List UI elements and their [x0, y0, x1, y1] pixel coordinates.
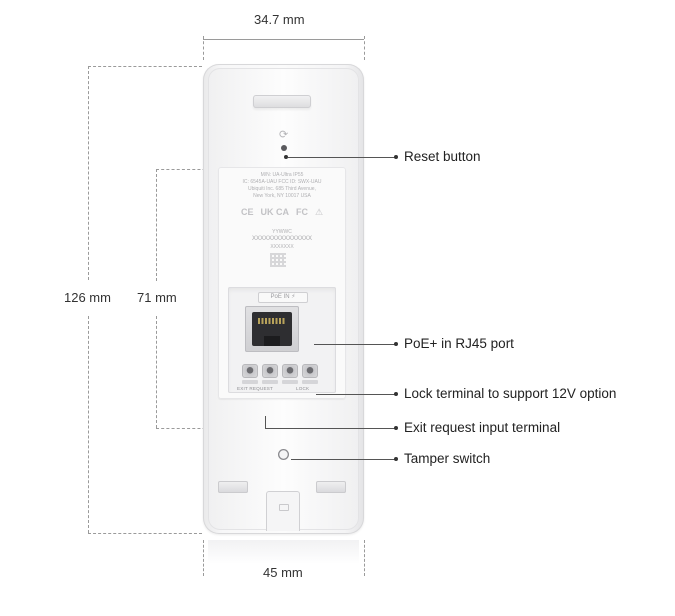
callout-line-reset	[288, 157, 396, 158]
callout-dot-poe-end	[394, 342, 398, 346]
callout-line-lock	[316, 394, 396, 395]
rj45-pins	[258, 318, 286, 324]
device-reflection	[208, 540, 359, 564]
dim-width-bottom-tick-left	[203, 540, 204, 576]
callout-label-poe: PoE+ in RJ45 port	[404, 336, 514, 351]
qr-code-icon	[270, 253, 286, 267]
callout-line-poe	[314, 344, 396, 345]
callout-label-exit: Exit request input terminal	[404, 420, 561, 435]
dim-height-total-line-upper	[88, 66, 89, 280]
callout-label-tamper: Tamper switch	[404, 451, 491, 466]
reset-icon: ⟳	[279, 129, 289, 141]
callout-line-exit-drop	[265, 416, 266, 428]
terminal-slots	[242, 380, 320, 385]
callout-line-tamper	[291, 459, 396, 460]
bottom-release-tab	[266, 491, 300, 531]
callout-line-exit	[265, 428, 396, 429]
terminal-slot	[282, 380, 298, 384]
callout-dot-exit-end	[394, 426, 398, 430]
mounting-foot-right	[316, 481, 346, 493]
reg-line-1: M/N: UA-Ultra IP55	[260, 172, 304, 178]
dim-height-panel-label: 71 mm	[137, 290, 177, 305]
terminal-screw-3[interactable]	[282, 364, 298, 378]
serial-number: XXXXXXXXXXXXXXX	[251, 236, 313, 242]
yyww-code: YYWWC	[272, 229, 292, 235]
mounting-foot-left	[218, 481, 248, 493]
dim-height-panel-line-upper	[156, 169, 157, 281]
ukca-mark-icon: UK CA	[260, 207, 289, 217]
dim-height-total-top	[88, 66, 202, 67]
certification-marks: CE UK CA FC ⚠	[226, 207, 338, 218]
access-reader-device: ⟳ M/N: UA-Ultra IP55 IC: 6545A-UAU FCC I…	[203, 64, 364, 534]
dim-height-total-line-lower	[88, 316, 89, 533]
terminal-slot	[302, 380, 318, 384]
exit-request-label: EXIT REQUEST	[237, 386, 274, 391]
regulatory-label-panel: M/N: UA-Ultra IP55 IC: 6545A-UAU FCC ID:…	[218, 167, 346, 399]
warning-mark-icon: ⚠	[314, 207, 324, 217]
ce-mark-icon: CE	[240, 207, 254, 217]
reg-line-3: Ubiquiti Inc. 685 Third Avenue,	[248, 186, 316, 192]
fc-mark-icon: FC	[295, 207, 308, 217]
terminal-screw-2[interactable]	[262, 364, 278, 378]
dim-height-total-bottom	[88, 533, 202, 534]
dim-width-bottom-label: 45 mm	[263, 565, 303, 580]
bottom-tab-notch	[279, 504, 289, 511]
rj45-port[interactable]	[245, 306, 299, 352]
dim-width-top-label: 34.7 mm	[254, 12, 305, 27]
dim-height-panel-line-lower	[156, 316, 157, 428]
callout-label-reset: Reset button	[404, 149, 481, 164]
dim-height-panel-bottom	[156, 428, 216, 429]
dim-width-top-tick-right	[364, 36, 365, 60]
terminal-screw-1[interactable]	[242, 364, 258, 378]
terminal-slot	[242, 380, 258, 384]
dim-width-top-line	[203, 39, 364, 40]
dim-width-top-tick-left	[203, 36, 204, 60]
terminal-block	[242, 364, 320, 378]
reg-line-2: IC: 6545A-UAU FCC ID: SWX-UAU	[242, 179, 322, 185]
callout-dot-reset-end	[394, 155, 398, 159]
reg-line-4: New York, NY 10017 USA	[253, 193, 311, 199]
poe-in-tag: PoE IN ⚡	[258, 292, 308, 303]
terminal-slot	[262, 380, 278, 384]
rj45-latch	[264, 336, 280, 346]
port-recess: PoE IN ⚡	[228, 287, 336, 393]
mounting-slot-top	[253, 95, 311, 108]
callout-dot-lock-end	[394, 392, 398, 396]
rj45-opening	[252, 312, 292, 346]
tamper-switch[interactable]	[278, 449, 289, 460]
serial-short: XXXXXXX	[270, 244, 294, 250]
reset-button[interactable]	[281, 145, 287, 151]
dim-height-total-label: 126 mm	[64, 290, 111, 305]
dim-height-panel-top	[156, 169, 216, 170]
dim-width-bottom-tick-right	[364, 540, 365, 576]
terminal-screw-4[interactable]	[302, 364, 318, 378]
callout-dot-reset	[284, 155, 288, 159]
lock-label: LOCK	[296, 386, 310, 391]
callout-label-lock: Lock terminal to support 12V option	[404, 386, 617, 401]
callout-dot-tamper-end	[394, 457, 398, 461]
